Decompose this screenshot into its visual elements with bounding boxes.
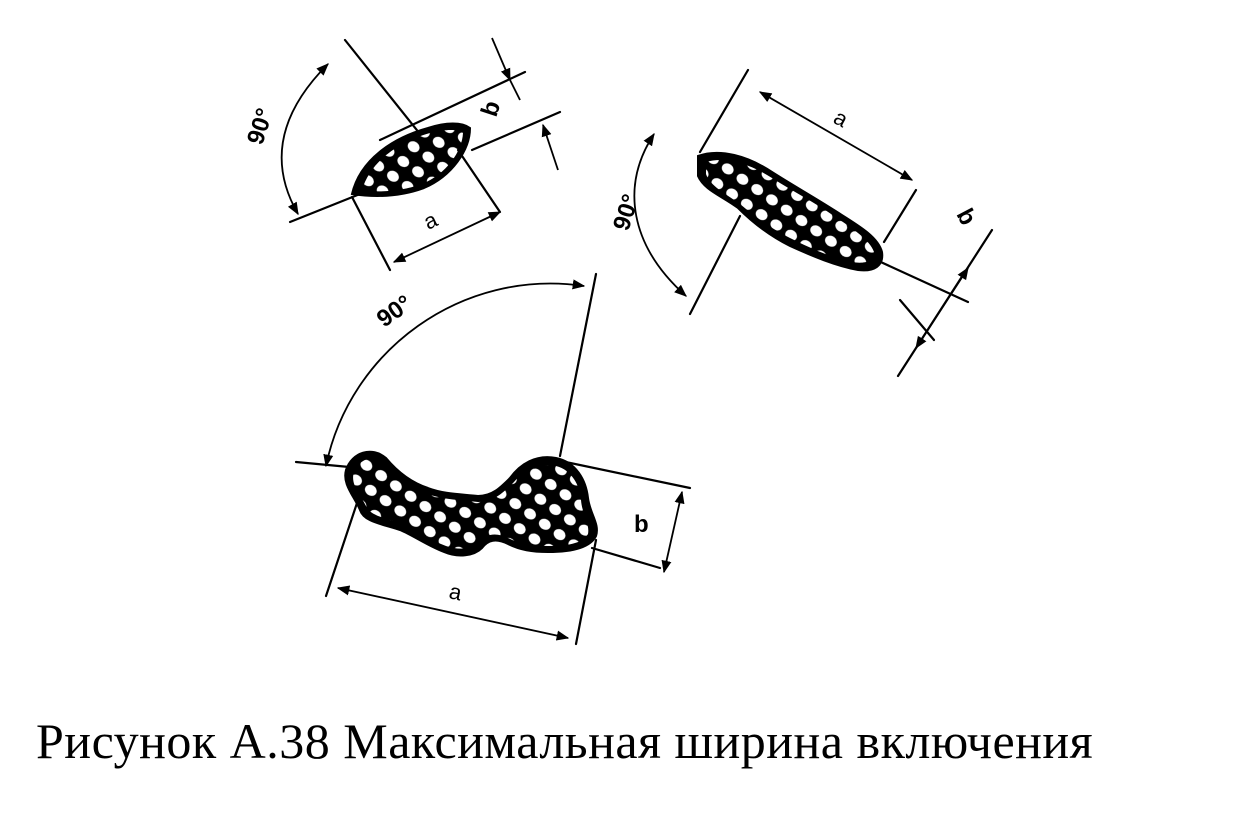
dimension-a-label: a	[420, 206, 442, 234]
angle-label: 90°	[242, 105, 279, 148]
inclusion-top-right: 90° a b	[608, 68, 994, 378]
angle-label: 90°	[372, 290, 417, 333]
dimension-a-label: a	[830, 104, 853, 132]
dimension-a-label: a	[447, 578, 465, 605]
dimension-b-label: b	[476, 98, 506, 120]
dimension-b-label: b	[951, 204, 982, 230]
inclusion-bottom: 90° a b	[294, 272, 692, 646]
figure-caption: Рисунок А.38 Максимальная ширина включен…	[36, 713, 1094, 769]
dimension-b-label: b	[634, 511, 649, 538]
inclusion-top-left: 90° b a	[242, 37, 562, 272]
